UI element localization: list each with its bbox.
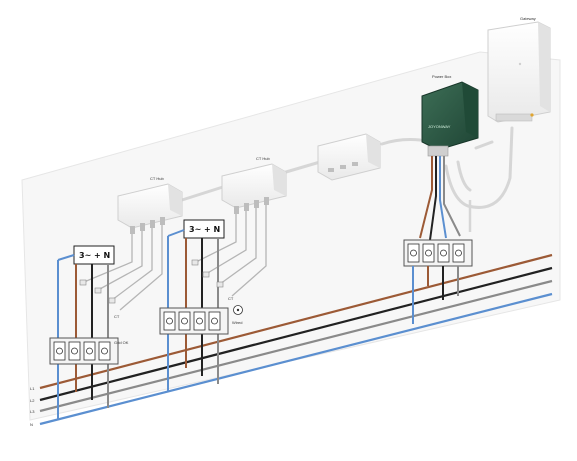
ct-hub-1-device[interactable] — [117, 183, 183, 234]
mounting-panel — [21, 51, 561, 421]
ct-label: CT — [228, 296, 234, 301]
comm-cables — [180, 126, 514, 209]
supply-box — [183, 219, 225, 239]
supply-symbol: 3~ + N — [79, 251, 110, 260]
ct-hub-1-label: CT Hub — [150, 176, 164, 181]
ct-label: CT — [114, 314, 120, 319]
circuit-2: 3~ + N CT Wired — [159, 219, 243, 392]
bus-label-l3: L3 — [30, 409, 35, 414]
gateway-label: Gateway — [520, 16, 536, 21]
power-box-brand: JOYONWAY — [428, 124, 451, 129]
ct-hub-2-label: CT Hub — [256, 156, 270, 161]
load-label: Wired — [232, 320, 242, 325]
ct-sensor-leads — [83, 205, 267, 311]
power-box-wiring — [419, 156, 472, 241]
load-label: Grid OK — [114, 340, 129, 345]
gateway-device[interactable] — [487, 21, 551, 123]
power-box-label: Power Box — [432, 74, 451, 79]
power-box-device[interactable]: JOYONWAY — [421, 81, 479, 157]
bus-line-n — [39, 292, 553, 426]
led-indicator-icon — [518, 62, 522, 66]
bus-label-n: N — [30, 422, 33, 427]
bus-label-l1: L1 — [30, 386, 35, 391]
bus-label-l2: L2 — [30, 398, 35, 403]
ct-hub-2-device[interactable] — [221, 163, 287, 214]
bus-line-l1 — [39, 253, 553, 390]
connector-box-device[interactable] — [317, 133, 381, 181]
bus-line-l3 — [39, 279, 553, 413]
main-terminal-block — [403, 239, 473, 324]
bus-line-l2 — [39, 266, 553, 402]
supply-symbol: 3~ + N — [189, 225, 220, 234]
bus-lines — [39, 253, 553, 426]
circuit-1: 3~ + N CT Grid OK — [49, 245, 129, 420]
